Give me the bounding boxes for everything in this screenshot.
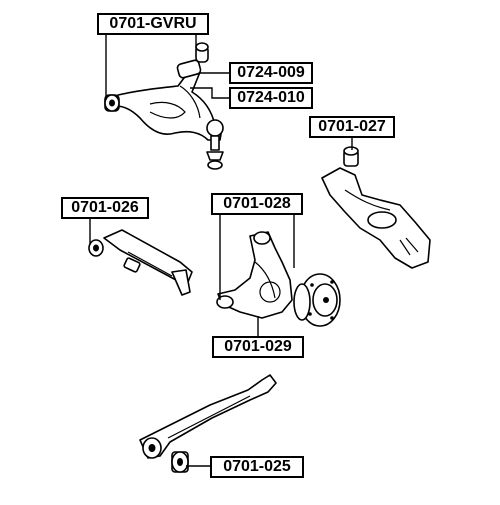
label-0701-027: 0701-027	[309, 116, 395, 138]
label-0701-026: 0701-026	[61, 197, 149, 219]
rear-lower-arm	[321, 167, 431, 269]
bushing-027	[343, 146, 359, 167]
wheel-hub	[293, 273, 341, 327]
leader-lines	[89, 34, 353, 467]
trailing-arm	[139, 374, 277, 459]
label-0724-009: 0724-009	[229, 62, 313, 84]
label-0701-028: 0701-028	[211, 193, 303, 215]
bushing-025	[171, 451, 189, 473]
label-0701-025: 0701-025	[210, 456, 304, 478]
label-0701-029: 0701-029	[212, 336, 304, 358]
bushing-top-left	[104, 94, 120, 112]
steering-knuckle	[216, 231, 293, 319]
ball-joint	[206, 119, 224, 170]
bushing-026	[88, 239, 104, 257]
lateral-link	[103, 229, 193, 296]
upper-control-arm	[115, 69, 223, 141]
label-0701-gvru: 0701-GVRU	[97, 13, 209, 35]
label-0724-010: 0724-010	[229, 87, 313, 109]
bushing-top-right	[176, 42, 209, 79]
